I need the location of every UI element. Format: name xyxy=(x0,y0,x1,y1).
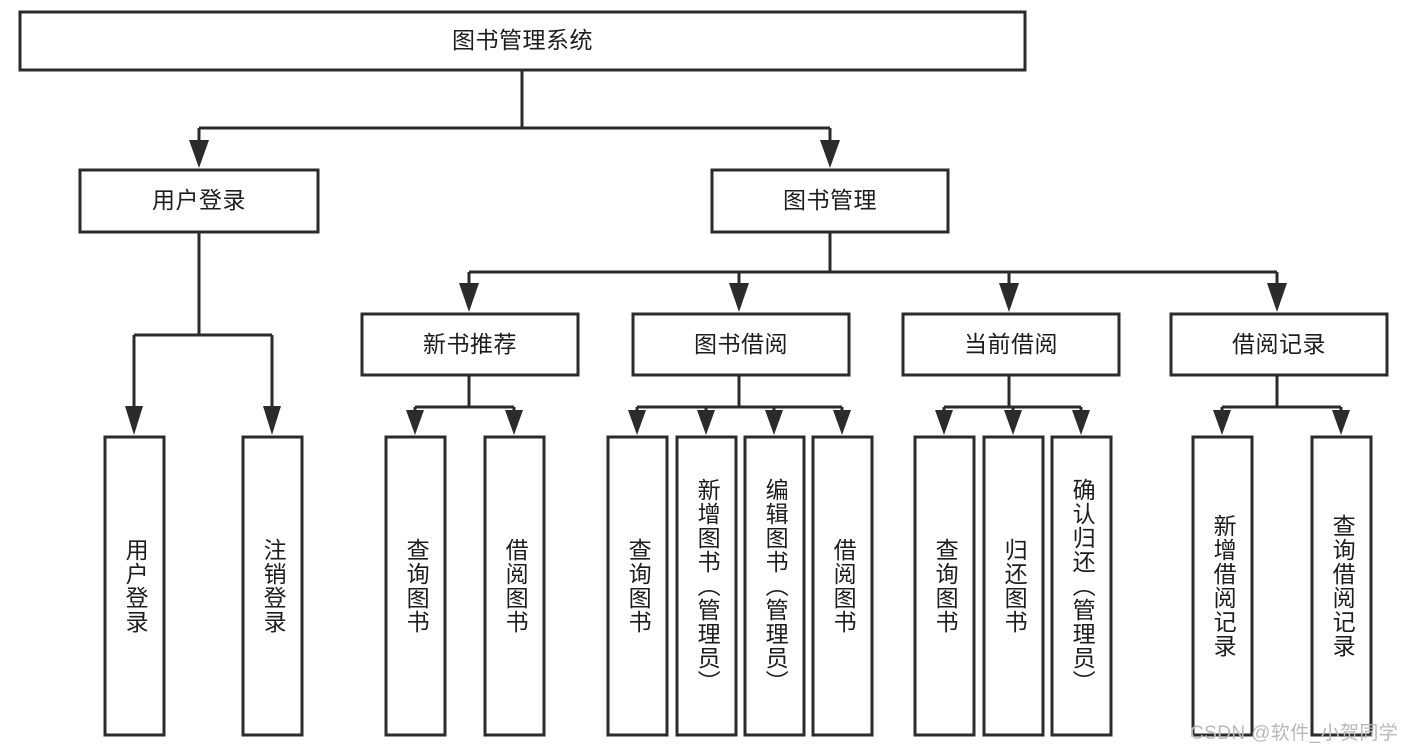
arrow-current-borrow-leaf-2 xyxy=(1004,410,1022,435)
arrow-new-book-leaf-1 xyxy=(406,410,424,435)
arrow-root-to-user-login xyxy=(189,140,209,168)
node-current-borrow-box[interactable] xyxy=(901,312,1121,377)
node-borrow-record-box[interactable] xyxy=(1169,312,1389,377)
arrow-root-to-book-manage xyxy=(820,140,840,168)
arrow-new-book-leaf-2 xyxy=(505,410,523,435)
leaf-box-new-book-1[interactable] xyxy=(384,435,447,737)
node-book-manage-box[interactable] xyxy=(710,168,950,234)
arrow-book-manage-to-borrow-record xyxy=(1267,283,1287,312)
arrow-book-borrow-leaf-4 xyxy=(833,410,851,435)
leaf-box-book-borrow-3[interactable] xyxy=(743,435,806,737)
arrow-book-manage-to-book-borrow xyxy=(729,283,749,312)
arrow-current-borrow-leaf-3 xyxy=(1072,410,1090,435)
arrow-book-borrow-leaf-3 xyxy=(765,410,783,435)
arrow-borrow-record-leaf-2 xyxy=(1332,410,1350,435)
leaf-box-current-borrow-3[interactable] xyxy=(1050,435,1113,737)
arrow-user-login-leaf-2 xyxy=(263,406,281,435)
arrow-borrow-record-leaf-1 xyxy=(1213,410,1231,435)
arrow-book-borrow-leaf-2 xyxy=(697,410,715,435)
arrow-book-borrow-leaf-1 xyxy=(628,410,646,435)
leaf-box-borrow-record-1[interactable] xyxy=(1191,435,1254,737)
leaf-box-current-borrow-1[interactable] xyxy=(913,435,976,737)
leaf-box-user-login-1[interactable] xyxy=(103,435,166,737)
arrow-user-login-leaf-1 xyxy=(125,406,143,435)
leaf-box-current-borrow-2[interactable] xyxy=(982,435,1045,737)
arrow-current-borrow-leaf-1 xyxy=(935,410,953,435)
leaf-box-new-book-2[interactable] xyxy=(483,435,546,737)
arrow-book-manage-to-new-book xyxy=(459,283,479,312)
leaf-box-book-borrow-2[interactable] xyxy=(675,435,738,737)
node-book-borrow-box[interactable] xyxy=(631,312,851,377)
leaf-box-borrow-record-2[interactable] xyxy=(1310,435,1373,737)
node-user-login-box[interactable] xyxy=(78,168,320,234)
node-new-book-recommend-box[interactable] xyxy=(360,312,580,377)
leaf-box-user-login-2[interactable] xyxy=(241,435,304,737)
arrow-book-manage-to-current-borrow xyxy=(999,283,1019,312)
leaf-box-book-borrow-1[interactable] xyxy=(606,435,669,737)
leaf-box-book-borrow-4[interactable] xyxy=(811,435,874,737)
node-root-box[interactable] xyxy=(18,10,1027,72)
